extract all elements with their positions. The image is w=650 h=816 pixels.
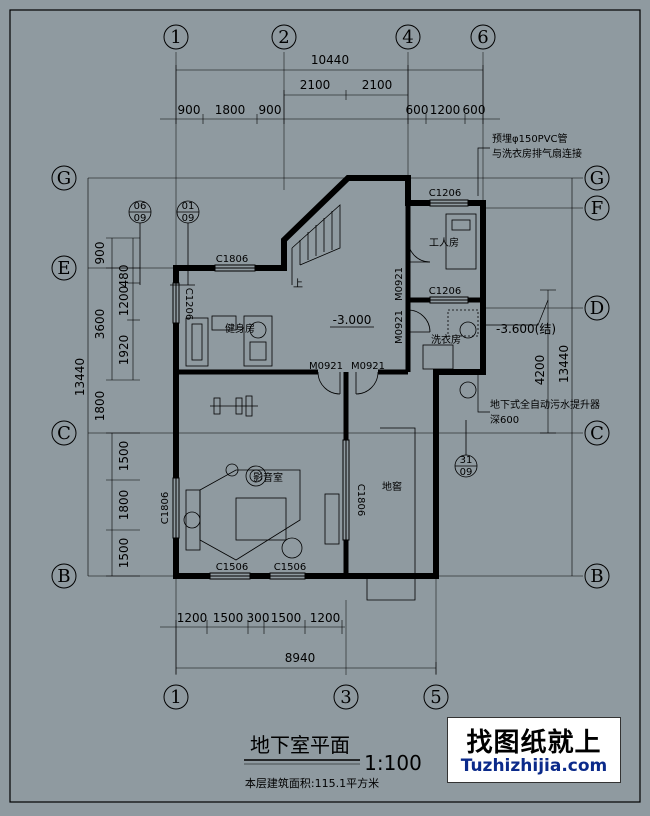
grid-bubble-3-bottom: 3 [340,687,351,708]
watermark-text: 找图纸就上 [466,728,602,758]
door-swings [317,239,431,395]
grid-bubble-C-right: C [590,423,604,444]
dim-right-total: 13440 [557,345,571,383]
section-2-top: 01 [182,201,195,212]
opening-c1206-left: C1206 [183,288,194,320]
dim-bottom-a: 1200 [177,611,208,625]
note-leaders [477,147,549,413]
dim-left-h: 1800 [117,490,131,521]
dim-bottom-total: 8940 [285,651,316,665]
note-pvc-line1: 预埋φ150PVC管 [492,132,568,145]
section-2-bottom: 09 [182,213,195,224]
stair-up-label: 上 [293,278,303,290]
bottom-dimensions [160,620,437,674]
dim-top-total: 10440 [311,53,349,67]
section-1-bottom: 09 [134,213,147,224]
right-dimensions [540,178,573,576]
left-dimensions [87,178,140,577]
section-3-bottom: 09 [460,467,473,478]
grid-bubble-1-bottom: 1 [170,687,181,708]
dim-top-right-a: 600 [406,103,429,117]
opening-m0921-c: M0921 [394,267,405,301]
grid-bubble-B-left: B [57,566,70,587]
dim-top-right-b: 1200 [430,103,461,117]
opening-c1506-a: C1506 [216,562,248,573]
drawing-scale: 1:100 [364,751,422,775]
room-label-cellar: 地窖 [382,480,402,493]
dim-left-e: 1920 [117,335,131,366]
drawing-title: 地下室平面 [250,733,350,757]
dim-bottom-d: 1500 [271,611,302,625]
dim-left-f: 1800 [93,391,107,422]
service-fixtures [422,213,479,399]
opening-c1806-mid: C1806 [355,484,366,516]
room-label-laundry: 洗衣房 [431,333,461,346]
opening-m0921-d: M0921 [394,310,405,344]
staircase [291,204,341,285]
gym-equipment [185,315,273,417]
section-markers [128,200,478,478]
bottom-grid-bubbles [163,684,449,710]
dim-bottom-e: 1200 [310,611,341,625]
section-1-top: 06 [134,201,147,212]
dim-top-left-a: 900 [178,103,201,117]
theater-furniture [183,463,340,561]
grid-bubble-E-left: E [57,258,70,279]
dim-top-mid-a: 2100 [300,78,331,92]
opening-c1206-mid: C1206 [429,286,461,297]
watermark-url: Tuzhizhijia.com [460,756,608,776]
dim-top-mid-b: 2100 [362,78,393,92]
opening-c1206-top: C1206 [429,188,461,199]
grid-bubble-F-right: F [591,198,604,219]
dim-left-a: 900 [93,242,107,265]
grid-bubble-6-top: 6 [477,27,488,48]
dim-bottom-c: 300 [247,611,270,625]
grid-bubble-1-top: 1 [170,27,181,48]
grid-bubble-4-top: 4 [402,27,413,48]
dim-top-left-b: 1800 [215,103,246,117]
windows [172,199,469,580]
top-dimensions [160,65,500,124]
grid-bubble-5-bottom: 5 [430,687,441,708]
room-label-servant: 工人房 [429,236,459,249]
opening-m0921-b: M0921 [351,361,385,372]
opening-m0921-a: M0921 [309,361,343,372]
section-3-top: 31 [460,455,473,466]
dim-left-d: 3600 [93,309,107,340]
dim-top-left-c: 900 [259,103,282,117]
room-label-theater: 影音室 [253,471,283,484]
elevation-main: -3.000 [333,313,372,327]
note-pvc-line2: 与洗衣房排气扇连接 [492,147,582,160]
dim-left-c: 1200 [117,286,131,317]
dim-left-i: 1500 [117,538,131,569]
dim-left-total: 13440 [73,358,87,396]
grid-bubble-G-right: G [590,168,604,189]
dim-bottom-b: 1500 [213,611,244,625]
dim-right-a: 4200 [533,355,547,386]
floor-area-note: 本层建筑面积:115.1平方米 [245,776,379,790]
opening-c1506-b: C1506 [274,562,306,573]
elevation-side: -3.600(结) [496,322,556,336]
dim-left-b: 480 [117,265,131,288]
top-grid-bubbles [163,24,496,50]
opening-c1806-top: C1806 [216,254,248,265]
room-label-gym: 健身房 [225,322,255,335]
dim-top-right-c: 600 [463,103,486,117]
opening-c1806-left: C1806 [160,492,171,524]
dim-left-g: 1500 [117,441,131,472]
site-watermark: 找图纸就上 Tuzhizhijia.com [447,717,621,783]
grid-bubble-C-left: C [57,423,71,444]
note-pump-line2: 深600 [490,414,519,426]
note-pump-line1: 地下式全自动污水提升器 [490,398,600,411]
drawing-border [9,9,641,803]
grid-bubble-D-right: D [590,298,604,319]
grid-bubble-G-left: G [57,168,71,189]
cellar-outline [366,427,416,601]
grid-bubble-2-top: 2 [278,27,289,48]
grid-bubble-B-right: B [590,566,603,587]
side-grid-bubbles [51,165,610,589]
